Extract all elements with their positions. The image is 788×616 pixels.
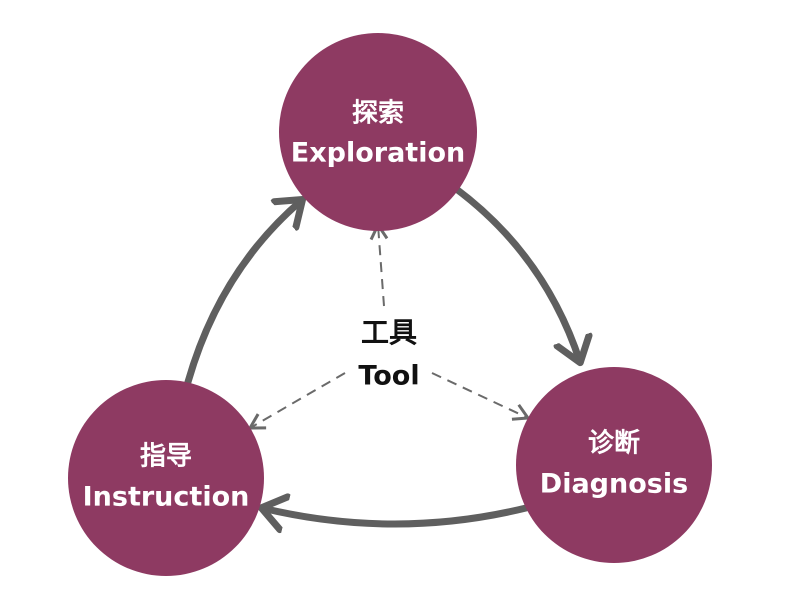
arrow-exploration-to-diagnosis: [451, 184, 580, 362]
node-diagnosis: 诊断 Diagnosis: [516, 367, 712, 563]
center-tool-zh-label: 工具: [361, 316, 417, 349]
node-exploration-en-label: Exploration: [291, 138, 465, 169]
arrow-instruction-to-exploration: [184, 200, 302, 386]
node-exploration-zh-label: 探索: [352, 99, 404, 129]
node-diagnosis-en-label: Diagnosis: [540, 469, 688, 500]
node-diagnosis-circle: [516, 367, 712, 563]
node-diagnosis-zh-label: 诊断: [588, 428, 640, 459]
node-exploration-circle: [279, 33, 477, 231]
center-tool: 工具 Tool: [358, 316, 419, 392]
arrow-diagnosis-to-instruction: [262, 508, 530, 524]
node-instruction-en-label: Instruction: [83, 482, 250, 513]
dashed-arrow-to-exploration: [369, 223, 389, 307]
node-instruction-zh-label: 指导: [140, 442, 192, 472]
dashed-arrow-to-instruction: [248, 372, 346, 430]
node-exploration: 探索 Exploration: [279, 33, 477, 231]
node-instruction-circle: [68, 380, 264, 576]
dashed-arrow-to-diagnosis: [431, 372, 530, 421]
center-tool-en-label: Tool: [358, 361, 419, 392]
node-instruction: 指导 Instruction: [68, 380, 264, 576]
